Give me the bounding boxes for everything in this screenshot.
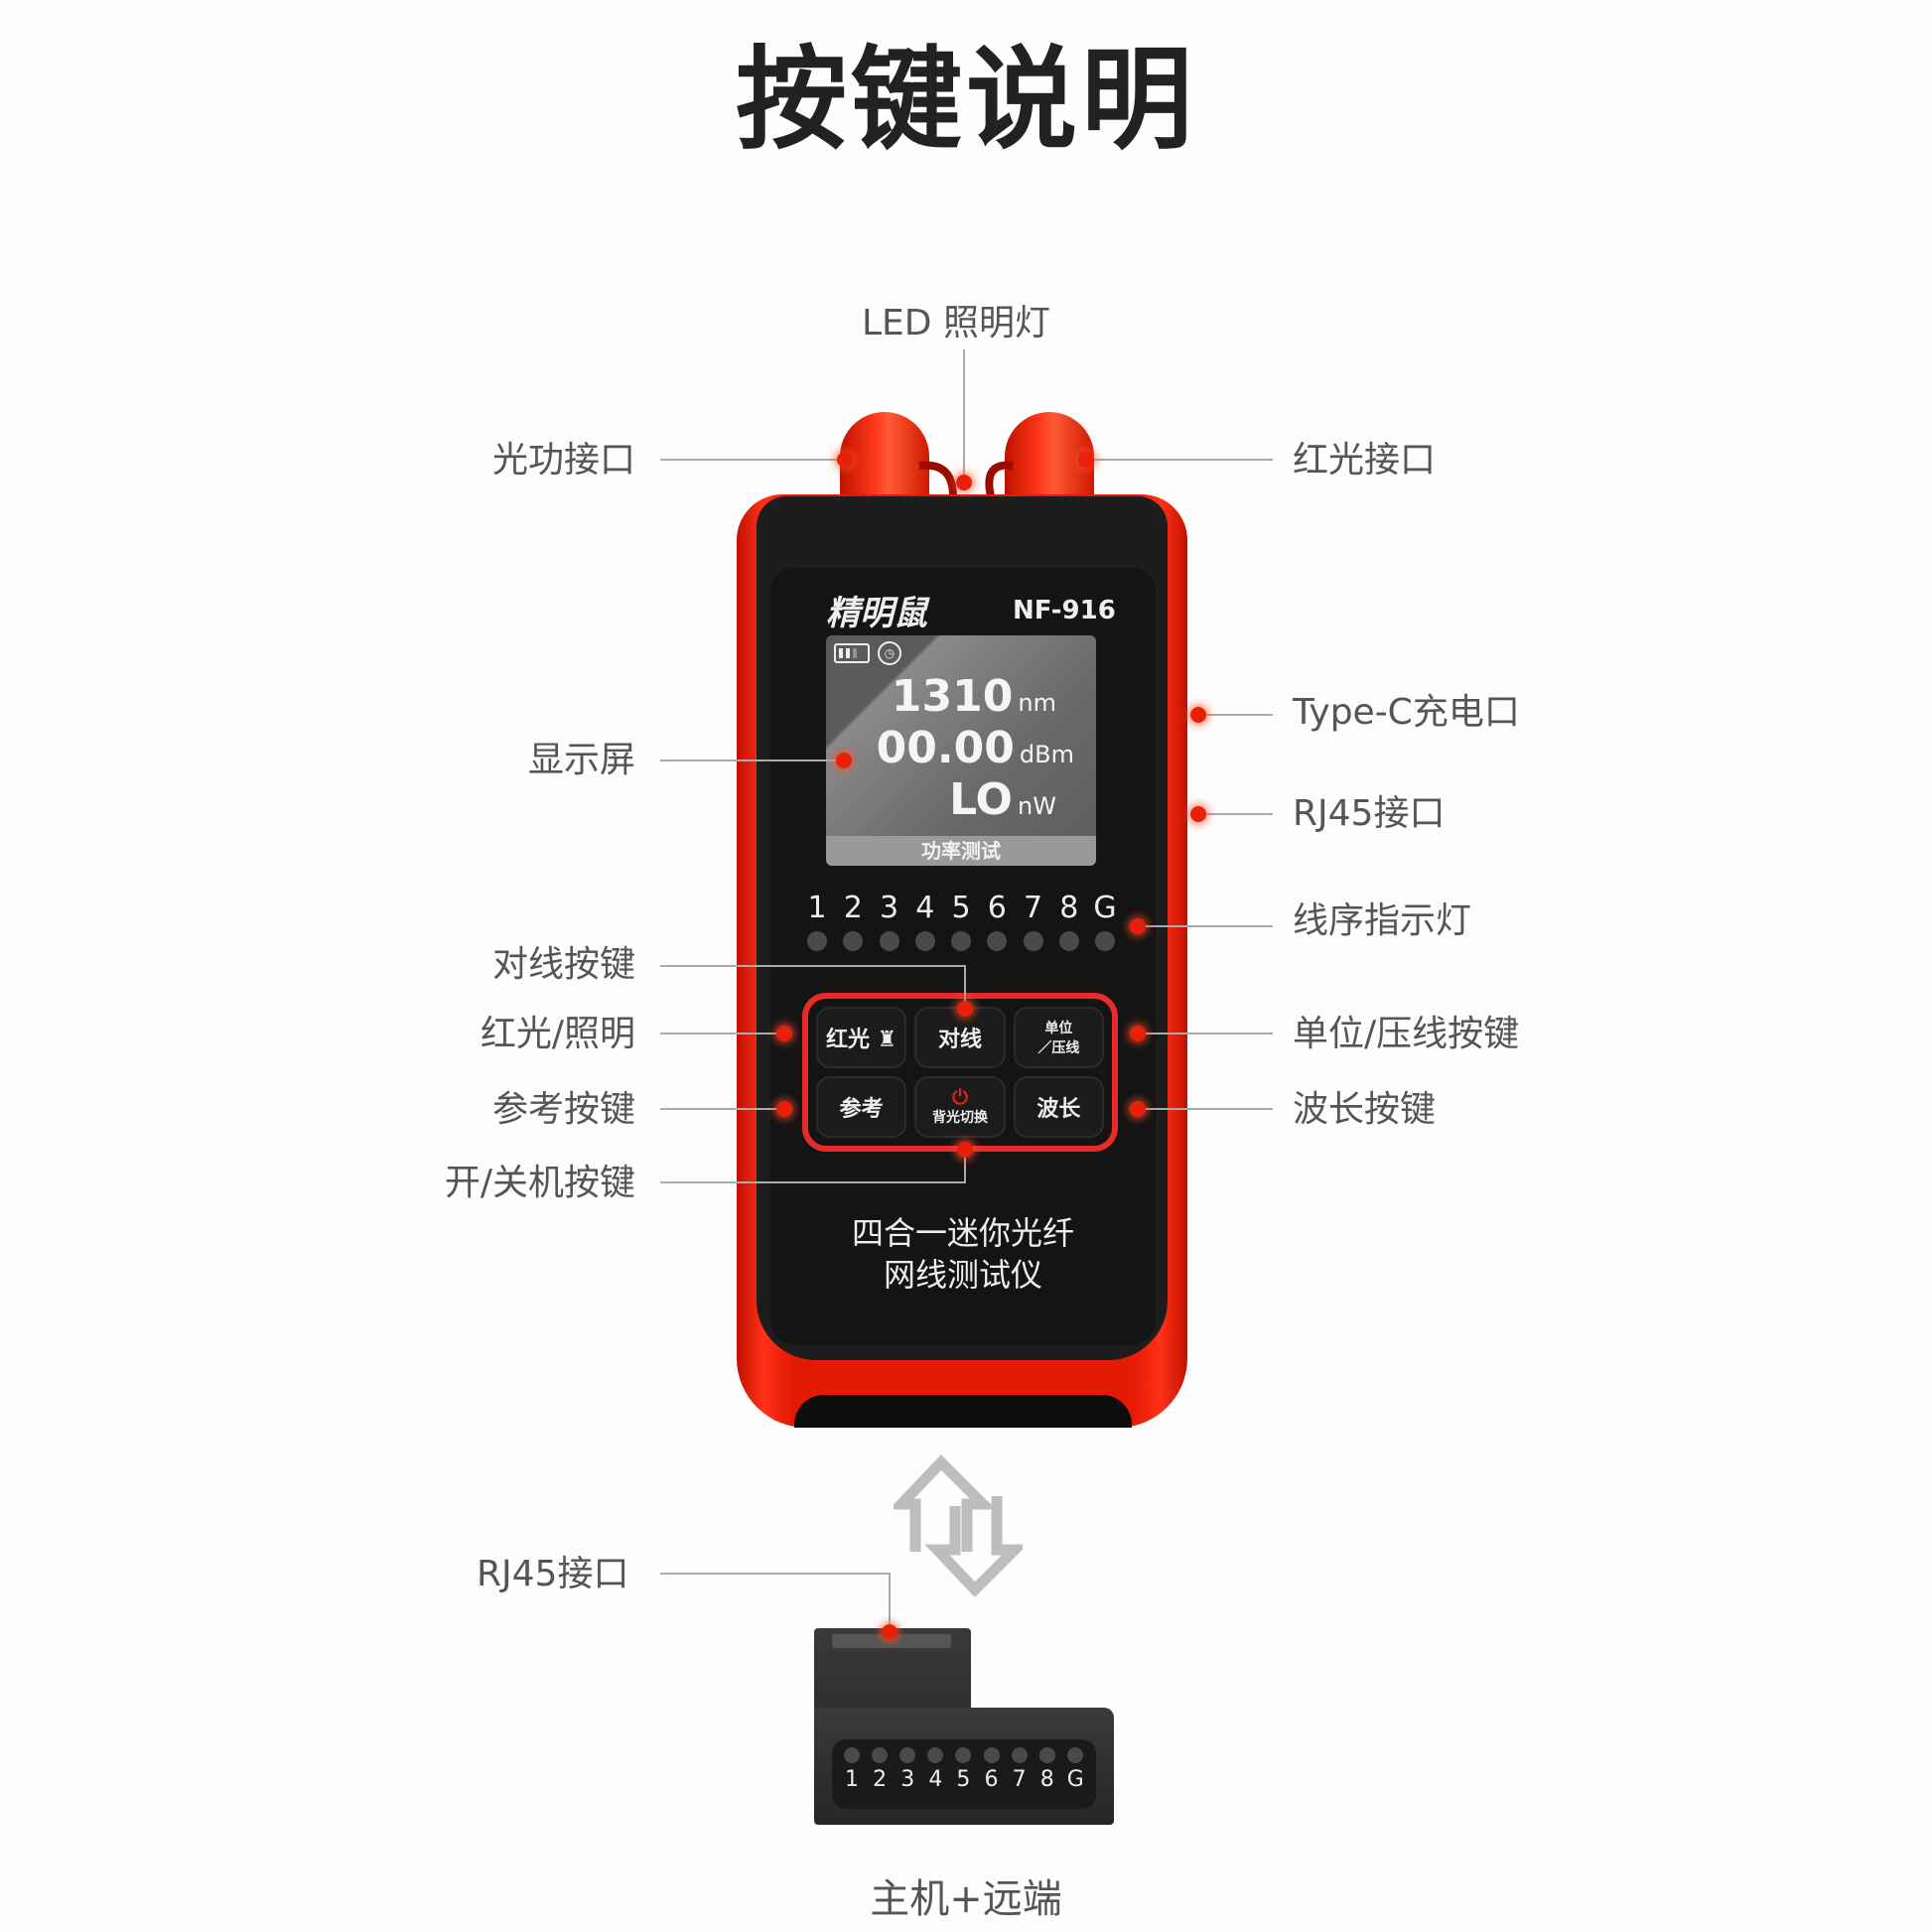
callout-dot [1130,1101,1146,1117]
callout-type-c-port: Type-C充电口 [1293,692,1520,733]
pin-led [1058,931,1079,951]
power-nw-readout: LO nW [949,774,1056,825]
callout-reference-key: 参考按键 [491,1089,635,1130]
auto-off-clock-icon: ◷ [878,641,901,665]
pin-8: 8 [1054,894,1084,951]
leader-line [963,349,965,479]
leader-line [1142,1108,1273,1110]
leader-line [660,1573,891,1575]
leader-line [660,1033,777,1035]
pin-5: 5 [946,894,976,951]
callout-red-light-port: 红光接口 [1293,440,1437,481]
leader-line [964,965,966,1007]
pin-2: 2 [838,894,868,951]
flashlight-icon: ♜ [877,1028,897,1052]
wire-test-key[interactable]: 对线 [914,1007,1006,1068]
caption: 主机+远端 [870,1876,1062,1922]
pin-7: 7 [1019,894,1048,951]
remote-rj45-slot [832,1634,951,1648]
keypad: 红光 ♜ 对线 单位／压线 参考 ⏻背光切换 波长 [802,993,1118,1152]
tether-loops [918,461,1014,497]
pin-6: 6 [982,894,1012,951]
callout-power-key: 开/关机按键 [444,1163,635,1203]
pin-led [951,931,971,951]
battery-icon [834,643,870,663]
mode-bar: 功率测试 [826,836,1096,866]
power-icon: ⏻ [952,1085,968,1109]
callout-dot [956,475,972,490]
brand-logo: 精明鼠 [826,594,927,633]
callout-dot [1190,707,1206,723]
pin-led [914,931,935,951]
callout-dot [957,1142,973,1158]
pin-led [1095,931,1115,951]
leader-line [1142,1033,1273,1035]
callout-dot [1130,1026,1146,1041]
leader-line [660,1108,777,1110]
callout-unit-crimp-key: 单位/压线按键 [1293,1014,1520,1054]
callout-remote-rj45-port: RJ45接口 [477,1554,629,1594]
callout-wire-test-key: 对线按键 [491,944,635,985]
pin-g: G [1090,894,1120,951]
callout-wire-map-leds: 线序指示灯 [1293,900,1472,941]
callout-red-light-illumination: 红光/照明 [480,1014,635,1054]
leader-line [660,459,844,461]
callout-rj45-port: RJ45接口 [1293,793,1446,834]
leader-line [964,1150,966,1183]
pin-3: 3 [875,894,904,951]
callout-dot [882,1624,897,1640]
callout-dot [1190,806,1206,822]
leader-line [660,1181,966,1183]
callout-dot [776,1101,792,1117]
wavelength-key[interactable]: 波长 [1013,1076,1104,1138]
device-description: 四合一迷你光纤 网线测试仪 [851,1214,1074,1294]
callout-led-light: LED 照明灯 [862,303,1050,344]
page-title: 按键说明 [736,36,1196,165]
model-number: NF-916 [1013,596,1116,625]
reference-key[interactable]: 参考 [816,1076,907,1138]
callout-display: 显示屏 [527,740,635,780]
wavelength-readout: 1310 nm [891,671,1056,722]
wire-map-leds: 1 2 3 4 5 6 7 8 G [802,894,1120,951]
callout-wavelength-key: 波长按键 [1293,1089,1437,1130]
pin-led [987,931,1008,951]
display-screen: ◷ 1310 nm 00.00 dBm LO nW 功率测试 [826,635,1096,866]
callout-dot [836,753,852,768]
red-light-key[interactable]: 红光 ♜ [816,1007,907,1068]
callout-dot [837,452,853,468]
pin-1: 1 [802,894,832,951]
bidirectional-arrows-icon [894,1454,1023,1597]
callout-dot [957,1001,973,1017]
leader-line [1206,813,1273,815]
leader-line [660,759,839,761]
leader-line [1206,714,1273,716]
remote-wire-map-leds: 1 2 3 4 5 6 7 8 G [832,1739,1096,1809]
callout-optical-power-port: 光功接口 [491,440,635,481]
pin-4: 4 [910,894,940,951]
leader-line [660,965,966,967]
pin-led [807,931,827,951]
power-key[interactable]: ⏻背光切换 [914,1076,1006,1138]
power-dbm-readout: 00.00 dBm [876,723,1074,773]
callout-dot [1130,918,1146,934]
pin-led [879,931,899,951]
device-bottom-band [794,1395,1132,1428]
callout-dot [1078,452,1094,468]
leader-line [1092,459,1273,461]
callout-dot [776,1026,792,1041]
leader-line [1142,925,1273,927]
unit-crimp-key[interactable]: 单位／压线 [1013,1007,1104,1068]
leader-line [889,1573,891,1628]
pin-led [843,931,864,951]
pin-led [1023,931,1043,951]
